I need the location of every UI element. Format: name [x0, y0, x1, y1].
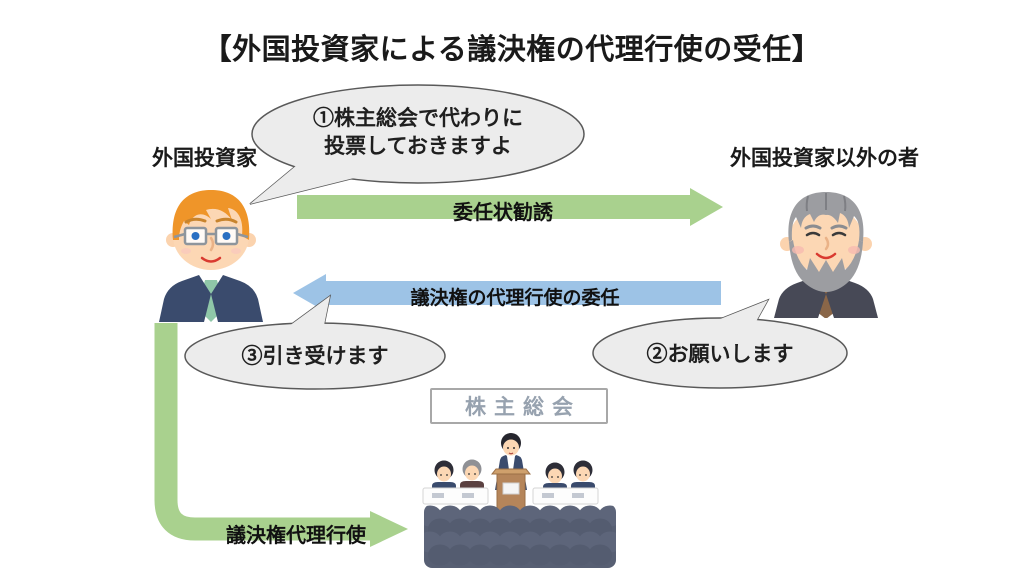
- delegation-arrow: [293, 274, 721, 312]
- speech-bubble-step1: [249, 84, 585, 205]
- panel-member-2: [460, 459, 484, 492]
- proxy-solicitation-arrow: [297, 188, 723, 226]
- speech-bubble-step1-line2: 投票しておきますよ: [324, 135, 512, 158]
- shareholders-meeting-sign: 株主総会: [430, 388, 608, 424]
- delegation-label: 議決権の代理行使の委任: [410, 288, 620, 309]
- speech-bubble-step1-line1: ①株主総会で代わりに: [313, 107, 523, 130]
- panel-member-1: [432, 460, 456, 492]
- proxy-solicitation-label: 委任状勧誘: [453, 202, 553, 224]
- foreign-investor-label: 外国投資家: [152, 147, 257, 170]
- speech-bubble-step1-text: ①株主総会で代わりに 投票しておきますよ: [283, 105, 553, 161]
- proxy-exercise-arrow: [154, 323, 408, 547]
- proxy-exercise-label: 議決権代理行使: [226, 525, 366, 547]
- shareholders-meeting-sign-text: 株主総会: [465, 396, 581, 419]
- counterparty-illustration: [774, 192, 878, 318]
- diagram-title: 【外国投資家による議決権の代理行使の受任】: [202, 34, 822, 66]
- speech-bubble-step3: [184, 294, 446, 390]
- shareholders-meeting-illustration: [422, 433, 616, 568]
- speech-bubble-step3-text: ③引き受けます: [241, 345, 389, 368]
- panel-tables: [422, 487, 599, 505]
- panel-member-4: [571, 460, 595, 492]
- audience-crowd: [424, 505, 616, 568]
- foreign-investor-illustration: [159, 190, 263, 322]
- non-foreign-investor-label: 外国投資家以外の者: [730, 147, 919, 170]
- speech-bubble-step2-text: ②お願いします: [646, 343, 794, 366]
- speech-bubble-step2: [592, 298, 848, 389]
